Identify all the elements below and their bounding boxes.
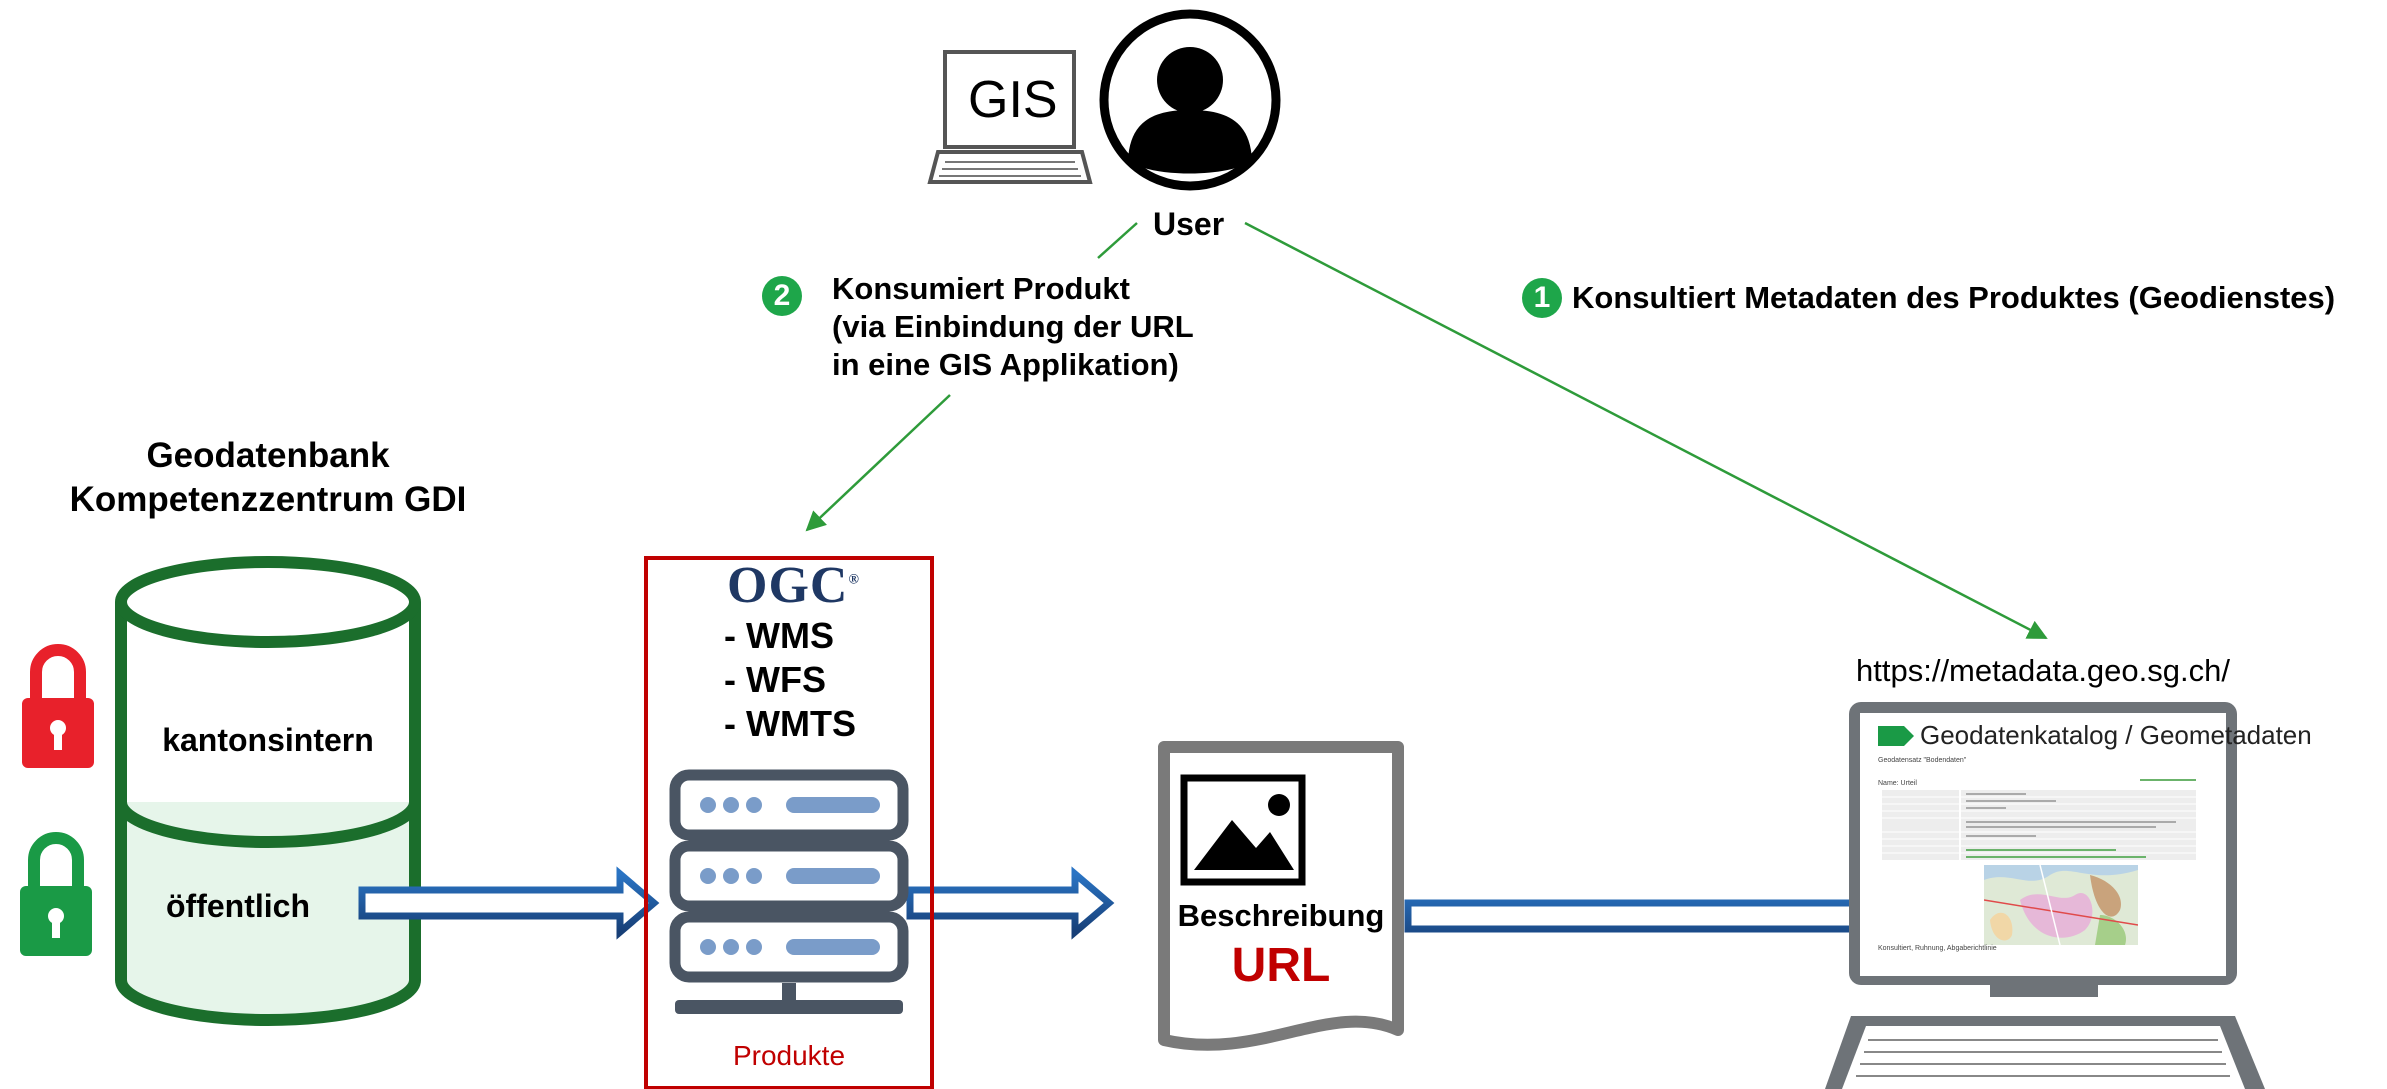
screen-title: Geodatenkatalog / Geometadaten	[1920, 720, 2312, 750]
public-label: öffentlich	[166, 888, 310, 924]
user-to-metadata-arrow	[1244, 221, 2048, 640]
step-1-text: Konsultiert Metadaten des Produktes (Geo…	[1572, 280, 2336, 315]
document-url-label: URL	[1231, 939, 1331, 992]
user-label: User	[1153, 206, 1225, 242]
step-2-badge: 2	[762, 276, 802, 316]
products-box	[644, 556, 934, 1089]
database-cylinder	[115, 556, 421, 1026]
ogc-logo: OGC®	[727, 556, 860, 615]
screen-name-row: Name: Urteil	[1878, 780, 1917, 787]
user-to-services-arrow	[805, 394, 951, 532]
products-label: Produkte	[732, 1040, 846, 1071]
screen-footer: Konsultiert, Ruhnung, Abgaberichtlinie	[1878, 945, 1997, 952]
step-1-badge: 1	[1522, 278, 1562, 318]
gis-label: GIS	[968, 71, 1058, 129]
database-title-line-1: Geodatenbank	[146, 436, 390, 475]
database-title: Geodatenbank Kompetenzzentrum GDI	[40, 434, 496, 522]
server-rack-icon	[669, 769, 909, 1014]
green-lock-icon	[20, 832, 92, 956]
ogc-registered-mark: ®	[848, 572, 860, 588]
step-2-line-1: Konsumiert Produkt	[832, 271, 1130, 306]
database-title-line-2: Kompetenzzentrum GDI	[69, 480, 467, 519]
red-lock-icon	[22, 644, 94, 768]
service-wmts: - WMTS	[724, 703, 856, 744]
db-to-services-arrow	[358, 866, 660, 940]
screen-subtitle: Geodatensatz "Bodendaten"	[1878, 757, 1967, 764]
step-2-text: Konsumiert Produkt (via Einbindung der U…	[832, 270, 1194, 384]
document-to-metadata-arrow	[1404, 879, 1912, 953]
metadata-url[interactable]: https://metadata.geo.sg.ch/	[1856, 653, 2230, 688]
map-thumbnail	[1984, 865, 2138, 945]
service-wms: - WMS	[724, 615, 834, 656]
gis-laptop-icon	[927, 50, 1093, 184]
service-list: - WMS - WFS - WMTS	[724, 614, 856, 746]
services-to-document-arrow	[906, 866, 1115, 940]
service-wfs: - WFS	[724, 659, 826, 700]
document-title: Beschreibung	[1177, 898, 1385, 933]
user-avatar-icon	[1099, 9, 1281, 191]
metadata-table	[1882, 779, 2196, 860]
image-icon	[1180, 774, 1306, 886]
step-2-line-2: (via Einbindung der URL	[832, 309, 1194, 344]
internal-label: kantonsintern	[162, 722, 374, 758]
tag-icon	[1878, 726, 1914, 746]
user-to-services-line-upper	[1097, 222, 1138, 259]
step-2-line-3: in eine GIS Applikation)	[832, 347, 1179, 382]
ogc-logo-text: OGC	[727, 557, 849, 614]
